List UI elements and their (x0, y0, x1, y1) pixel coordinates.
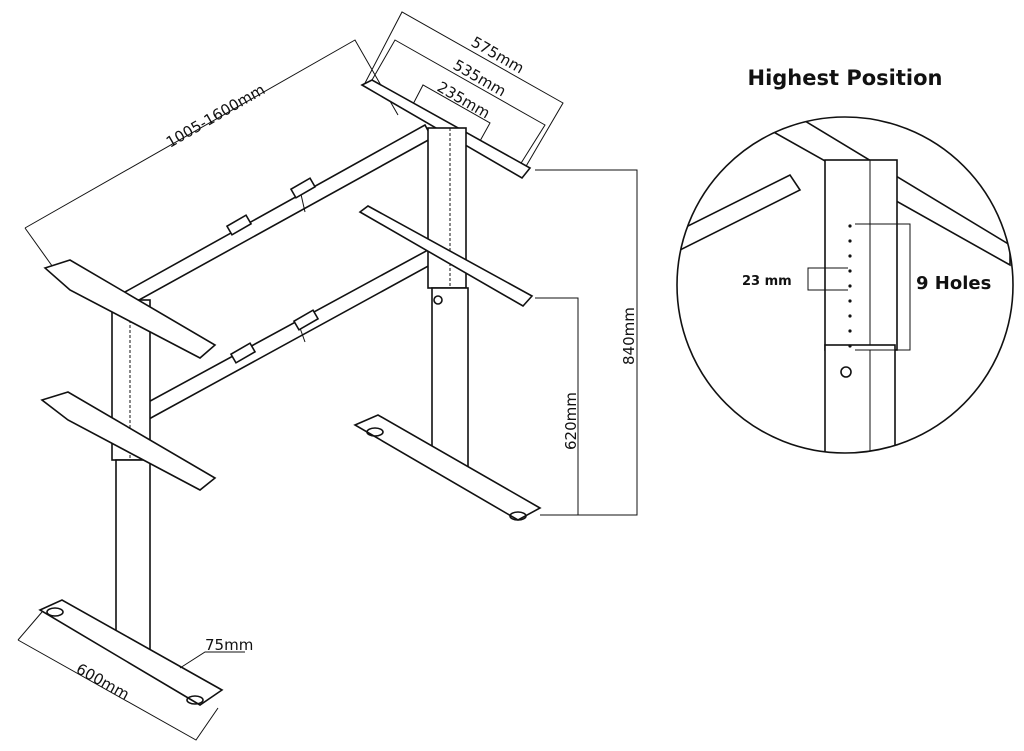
left-leg (111, 299, 151, 651)
right-lower-bracket (358, 205, 534, 308)
right-leg (427, 127, 469, 471)
crossbeams (124, 123, 434, 427)
hole-spacing-label: 23 mm (742, 274, 792, 289)
detail-title: Highest Position (748, 66, 943, 90)
height-dimensions: 840mm 620mm (535, 169, 638, 516)
min-height-label: 620mm (562, 392, 580, 450)
foot-length-label: 600mm (73, 660, 132, 704)
left-top-bracket (43, 259, 217, 359)
foot-width-label: 75mm (205, 636, 253, 654)
left-lower-bracket (40, 391, 217, 491)
hole-count-label: 9 Holes (916, 273, 991, 294)
left-foot (38, 599, 224, 706)
max-height-label: 840mm (620, 307, 638, 365)
frame-width-label: 1005-1600mm (163, 80, 268, 151)
frame-width-dimension: 1005-1600mm (24, 39, 399, 271)
right-foot (353, 414, 542, 521)
highest-position-detail: Highest Position 23 mm 9 Holes (676, 66, 1014, 454)
